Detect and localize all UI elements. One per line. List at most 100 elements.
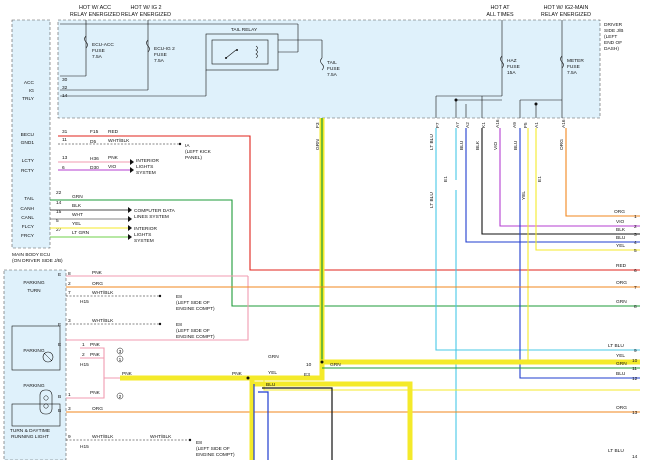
svg-text:9: 9 xyxy=(68,434,71,440)
svg-text:FLCY: FLCY xyxy=(22,224,35,230)
fuse-haz: HAZ FUSE 15A xyxy=(500,20,520,96)
svg-text:10: 10 xyxy=(306,362,312,368)
svg-text:GND1: GND1 xyxy=(21,140,35,146)
svg-text:BLU: BLU xyxy=(459,140,465,150)
svg-text:3: 3 xyxy=(119,349,122,355)
svg-text:PNK: PNK xyxy=(108,155,119,161)
lower-labels: PARKING TURN PARKING PARKING TURN & DAYT… xyxy=(10,270,341,458)
fuse-ecu-acc: ECU-ACC FUSE 7.5A xyxy=(84,20,114,76)
svg-text:3: 3 xyxy=(68,406,71,412)
svg-text:4: 4 xyxy=(634,240,637,246)
svg-text:GRN: GRN xyxy=(330,362,341,368)
svg-text:2: 2 xyxy=(119,394,122,400)
svg-text:F15: F15 xyxy=(90,129,99,135)
svg-text:LIGHTS: LIGHTS xyxy=(136,164,153,170)
e8-label-2: E8 xyxy=(176,322,182,328)
tail-relay: TAIL RELAY xyxy=(60,23,299,71)
svg-text:LT BLU: LT BLU xyxy=(429,134,435,150)
svg-text:H15: H15 xyxy=(80,299,89,305)
svg-text:LIGHTS: LIGHTS xyxy=(134,232,151,238)
fuse-meter: METER FUSE 7.5A xyxy=(560,20,584,100)
svg-text:14: 14 xyxy=(56,200,62,206)
svg-text:H15: H15 xyxy=(80,444,89,450)
svg-text:BLU: BLU xyxy=(616,235,626,241)
svg-text:F5: F5 xyxy=(523,122,529,128)
svg-text:RELAY ENERGIZED: RELAY ENERGIZED xyxy=(541,12,591,18)
svg-text:ENGINE COMPT): ENGINE COMPT) xyxy=(196,452,235,458)
svg-text:PNK: PNK xyxy=(92,270,103,276)
svg-text:32: 32 xyxy=(62,85,68,91)
computer-data-label: COMPUTER DATA xyxy=(134,208,176,214)
svg-text:BLU: BLU xyxy=(616,371,626,377)
svg-text:FUSE: FUSE xyxy=(507,64,520,70)
svg-text:GRN: GRN xyxy=(315,139,321,150)
svg-text:A9: A9 xyxy=(512,122,518,128)
svg-text:A2: A2 xyxy=(465,122,471,128)
svg-text:7: 7 xyxy=(68,290,71,296)
lamp-symbol-parking xyxy=(11,325,61,371)
svg-text:VIO: VIO xyxy=(616,219,625,225)
svg-text:(LEFT SIDE OF: (LEFT SIDE OF xyxy=(196,446,230,452)
svg-text:PNK: PNK xyxy=(90,390,101,396)
parking-label: PARKING xyxy=(23,348,45,354)
svg-text:YEL: YEL xyxy=(616,243,625,249)
ia-label: IA xyxy=(185,143,190,149)
svg-text:D30: D30 xyxy=(90,165,99,171)
svg-text:PNK: PNK xyxy=(232,371,243,377)
lower-wires xyxy=(66,275,640,460)
svg-text:12: 12 xyxy=(632,376,638,382)
jb-internal-lines xyxy=(60,39,563,118)
junction-block-panel xyxy=(57,19,601,119)
svg-text:BLK: BLK xyxy=(72,203,82,209)
circled-markers: 3 1 2 xyxy=(116,347,124,400)
svg-text:RCTY: RCTY xyxy=(21,168,35,174)
svg-text:1: 1 xyxy=(68,392,71,398)
svg-text:METER: METER xyxy=(567,58,584,64)
svg-text:2: 2 xyxy=(68,281,71,287)
svg-text:E: E xyxy=(58,272,61,278)
hot-ig2-label: HOT W/ IG 2 xyxy=(130,5,161,11)
svg-text:IG: IG xyxy=(29,88,34,94)
svg-text:A16: A16 xyxy=(495,119,501,128)
svg-text:RED: RED xyxy=(616,263,627,269)
svg-text:SYSTEM: SYSTEM xyxy=(134,238,154,244)
svg-text:END OF: END OF xyxy=(604,40,622,46)
svg-text:E1: E1 xyxy=(443,176,449,182)
svg-text:15: 15 xyxy=(56,209,62,215)
ecu-wire-labels: F15 RED D5 WHT/BLK H36 PNK D30 VIO GRN B… xyxy=(72,129,212,244)
svg-text:TAIL RELAY: TAIL RELAY xyxy=(231,27,258,33)
svg-text:7.5A: 7.5A xyxy=(92,54,103,60)
svg-text:TRLY: TRLY xyxy=(22,96,35,102)
svg-text:YEL: YEL xyxy=(268,370,277,376)
svg-text:B: B xyxy=(58,408,61,414)
hot-all-times-label: HOT AT xyxy=(491,5,511,11)
svg-text:ENGINE COMPT): ENGINE COMPT) xyxy=(176,334,215,340)
svg-text:CANH: CANH xyxy=(20,206,34,212)
svg-text:E3: E3 xyxy=(304,372,310,378)
svg-text:D5: D5 xyxy=(90,139,96,145)
svg-text:ENGINE COMPT): ENGINE COMPT) xyxy=(176,306,215,312)
svg-text:31: 31 xyxy=(62,129,68,135)
svg-text:WHT/BLK: WHT/BLK xyxy=(92,290,114,296)
vertical-wire-labels: GRN LT BLU LT BLU BLU BLK VIO BLU YEL OR… xyxy=(315,134,565,208)
e8-label-3: E8 xyxy=(196,440,202,446)
svg-text:8: 8 xyxy=(68,271,71,277)
svg-text:H36: H36 xyxy=(90,156,99,162)
fuse-ecu-ig2: ECU-IG 2 FUSE 7.5A xyxy=(146,20,175,90)
svg-text:A1: A1 xyxy=(534,122,540,128)
svg-text:27: 27 xyxy=(56,227,62,233)
svg-text:LT BLU: LT BLU xyxy=(429,192,435,208)
svg-text:WHT/BLK: WHT/BLK xyxy=(150,434,172,440)
svg-text:LT BLU: LT BLU xyxy=(608,448,624,454)
svg-text:(LEFT SIDE OF: (LEFT SIDE OF xyxy=(176,300,210,306)
svg-text:30: 30 xyxy=(62,77,68,83)
svg-text:VIO: VIO xyxy=(108,164,117,170)
svg-text:13: 13 xyxy=(62,155,68,161)
lamp-symbol-turn-drl xyxy=(11,389,61,427)
svg-text:5: 5 xyxy=(56,218,59,224)
svg-text:RUNNING LIGHT: RUNNING LIGHT xyxy=(11,434,49,440)
interior-lights-2: INTERIOR xyxy=(134,226,157,232)
svg-text:3: 3 xyxy=(68,318,71,324)
svg-text:7.5A: 7.5A xyxy=(154,58,165,64)
svg-text:ORG: ORG xyxy=(92,406,103,412)
